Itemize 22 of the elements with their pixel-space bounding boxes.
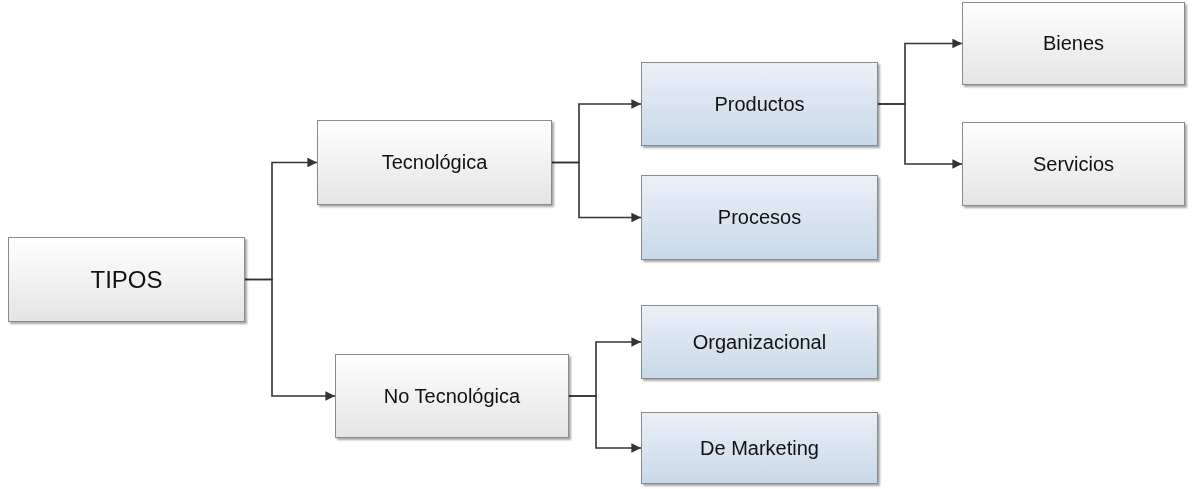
box-label: De Marketing xyxy=(700,436,819,460)
box-label: Bienes xyxy=(1042,32,1105,55)
box-label: Servicios xyxy=(1032,152,1115,176)
box-label: No Tecnológica xyxy=(383,384,521,408)
arrow xyxy=(244,278,336,401)
box-label: Organizacional xyxy=(692,330,827,354)
process-box xyxy=(641,175,878,260)
process-box xyxy=(335,354,569,438)
process-box xyxy=(8,237,245,322)
arrow xyxy=(568,395,642,453)
box-label: Productos xyxy=(714,92,805,116)
arrow xyxy=(551,161,642,223)
process-box xyxy=(641,412,878,484)
process-box xyxy=(962,122,1185,206)
box-label: Tecnológica xyxy=(381,151,488,174)
process-box xyxy=(962,2,1185,85)
process-box xyxy=(641,62,878,146)
arrow xyxy=(877,103,963,169)
process-box xyxy=(641,305,878,379)
process-box xyxy=(317,120,552,205)
box-label: TIPOS xyxy=(90,265,163,294)
box-label: Procesos xyxy=(717,206,802,229)
